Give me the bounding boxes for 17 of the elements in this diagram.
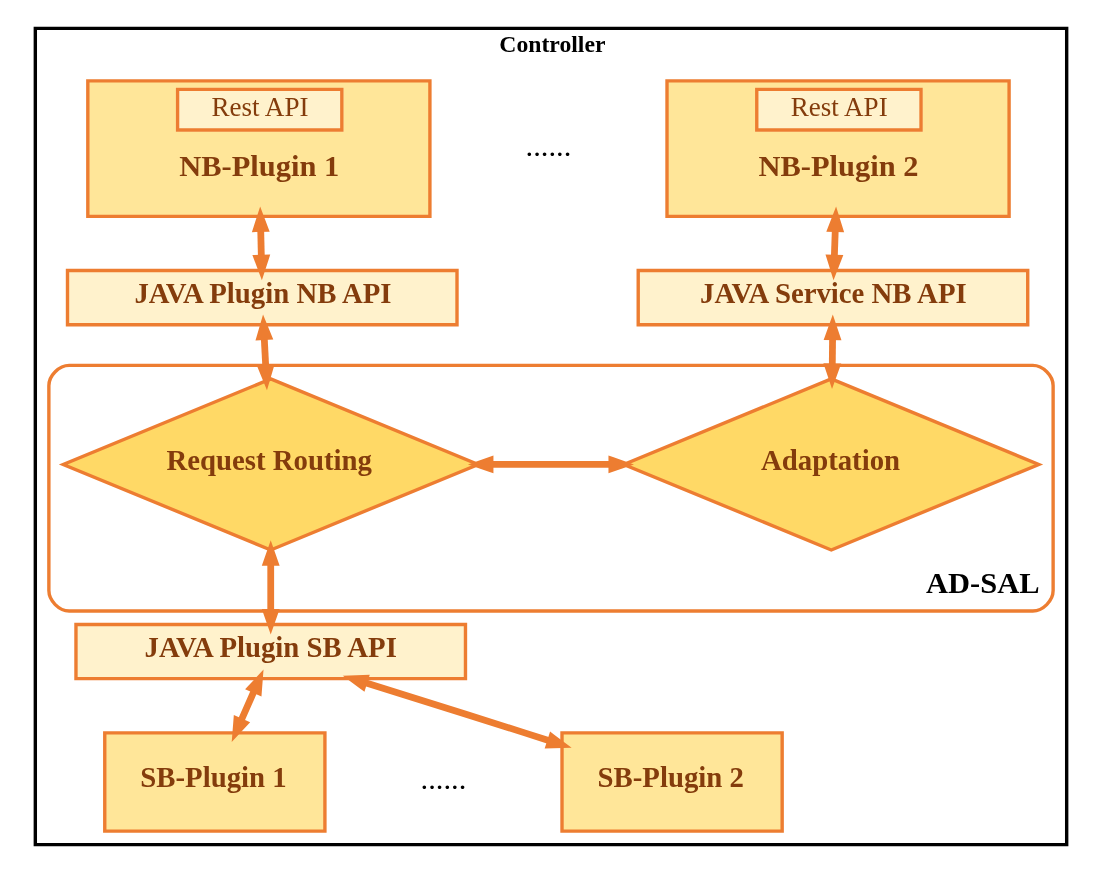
arrow [251, 206, 271, 281]
node-box: Rest API NB-Plugin 1 [86, 79, 432, 219]
label: ...... [525, 129, 572, 164]
node-box: SB-Plugin 2 [560, 731, 784, 833]
arrow [342, 674, 572, 749]
node-box: JAVA Service NB API [636, 268, 1030, 327]
node-box: SB-Plugin 1 [103, 731, 327, 833]
arrow [823, 314, 842, 389]
arrow [255, 314, 275, 391]
arrow [261, 540, 280, 635]
arrow [231, 669, 264, 742]
arrow [825, 206, 845, 281]
node-box: JAVA Plugin NB API [65, 268, 459, 327]
label: ...... [420, 762, 467, 797]
node-box: JAVA Plugin SB API [74, 622, 468, 681]
arrow [467, 455, 634, 474]
node-box: Rest API NB-Plugin 2 [665, 79, 1011, 219]
